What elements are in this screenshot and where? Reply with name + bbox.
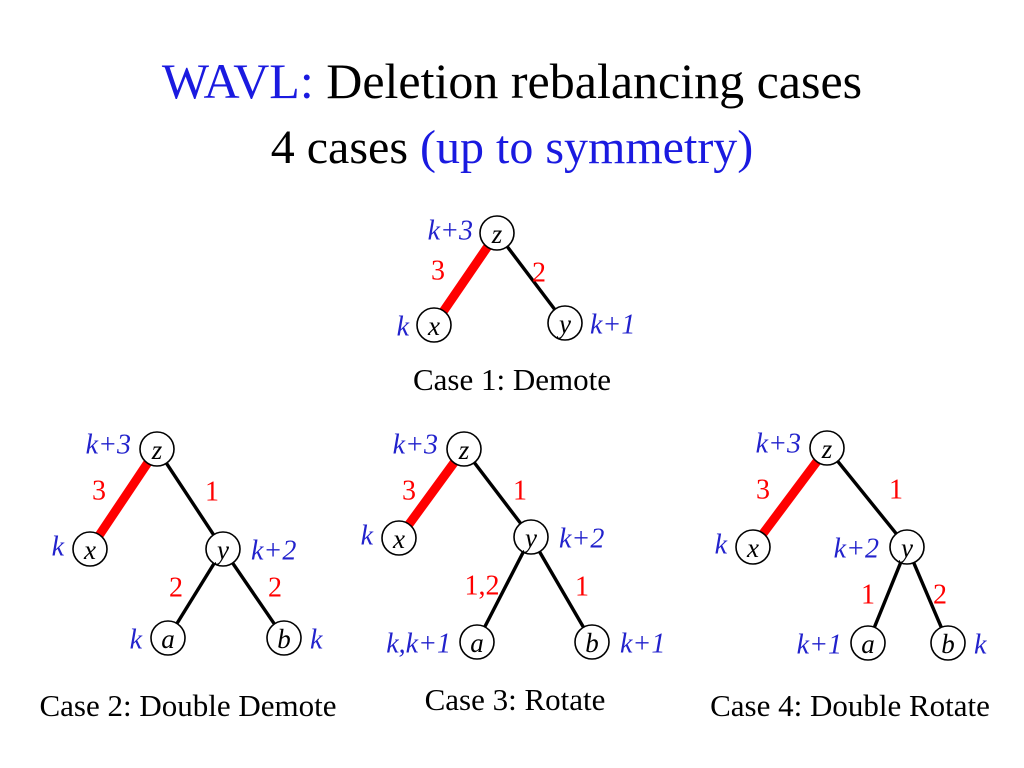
tree-node-y bbox=[547, 305, 583, 341]
rank-difference-y-a: 1 bbox=[861, 580, 875, 611]
tree-node-y bbox=[889, 529, 925, 565]
page-title-line-1: WAVL: Deletion rebalancing cases bbox=[0, 56, 1024, 106]
tree-node-label-x: x bbox=[83, 535, 96, 565]
rank-difference-z-x: 3 bbox=[756, 475, 770, 506]
rank-label-z: k+3 bbox=[86, 430, 131, 461]
edge-z-y bbox=[472, 460, 523, 526]
tree-node-z bbox=[139, 431, 175, 467]
edge-z-x bbox=[404, 459, 459, 528]
tree-node-x bbox=[381, 520, 417, 556]
rank-label-z: k+3 bbox=[756, 429, 801, 460]
tree-node-label-z: z bbox=[458, 435, 470, 465]
tree-node-label-y: y bbox=[214, 535, 229, 565]
rank-difference-z-y: 1 bbox=[513, 476, 527, 507]
tree-diagram-case1: 3 2z k+3 xk y k+1 bbox=[397, 215, 635, 343]
edge-y-a bbox=[872, 561, 903, 629]
tree-diagram-case3: 3 1 1,2 1 z k+3 xk y k+2 a k,k+1 b k+1 bbox=[361, 430, 665, 660]
edge-y-a bbox=[174, 561, 217, 626]
rank-difference-y-b: 1 bbox=[575, 572, 589, 603]
tree-node-a bbox=[150, 620, 186, 656]
edge-z-x bbox=[758, 458, 822, 537]
rank-difference-z-y: 1 bbox=[205, 477, 219, 508]
rank-difference-z-y: 2 bbox=[532, 258, 546, 289]
rank-label-x: k bbox=[397, 312, 410, 343]
rank-difference-y-a: 2 bbox=[169, 573, 183, 604]
rank-difference-y-b: 2 bbox=[268, 573, 282, 604]
rank-label-y: k+1 bbox=[590, 310, 635, 341]
edge-y-b bbox=[537, 549, 586, 630]
edge-z-y bbox=[164, 461, 216, 537]
tree-node-x bbox=[416, 307, 452, 343]
rank-label-x: k bbox=[52, 532, 65, 563]
tree-node-label-y: y bbox=[522, 523, 537, 553]
tree-node-label-z: z bbox=[151, 435, 163, 465]
rank-label-a: k bbox=[130, 625, 143, 656]
rank-label-z: k+3 bbox=[393, 430, 438, 461]
tree-node-label-y: y bbox=[898, 533, 913, 563]
rank-difference-z-x: 3 bbox=[431, 256, 445, 287]
tree-node-b bbox=[574, 624, 610, 660]
tree-node-y bbox=[205, 531, 241, 567]
edge-z-y bbox=[505, 244, 557, 312]
rank-label-b: k bbox=[310, 625, 323, 656]
tree-node-a bbox=[850, 625, 886, 661]
tree-node-label-b: b bbox=[941, 629, 955, 659]
tree-node-label-x: x bbox=[392, 524, 405, 554]
rank-label-z: k+3 bbox=[428, 216, 473, 247]
case4-caption: Case 4: Double Rotate bbox=[710, 688, 990, 723]
tree-node-label-z: z bbox=[821, 434, 833, 464]
rank-label-x: k bbox=[715, 530, 728, 561]
tree-node-label-x: x bbox=[746, 533, 759, 563]
case2-caption: Case 2: Double Demote bbox=[39, 688, 337, 723]
tree-node-y bbox=[513, 519, 549, 555]
tree-node-label-y: y bbox=[556, 309, 571, 339]
rank-label-y: k+2 bbox=[559, 524, 604, 555]
page-title-accent: WAVL: bbox=[161, 53, 314, 109]
tree-node-b bbox=[930, 625, 966, 661]
case1-caption: Case 1: Demote bbox=[412, 362, 611, 397]
page-subtitle-accent: (up to symmetry) bbox=[420, 121, 754, 174]
rank-difference-z-x: 3 bbox=[92, 476, 106, 507]
tree-node-b bbox=[266, 620, 302, 656]
page-subtitle-main: 4 cases bbox=[270, 121, 420, 174]
tree-node-label-b: b bbox=[277, 624, 291, 654]
rank-label-y: k+2 bbox=[251, 536, 296, 567]
rank-label-b: k bbox=[974, 630, 987, 661]
rank-label-x: k bbox=[361, 521, 374, 552]
rank-label-a: k,k+1 bbox=[386, 629, 451, 660]
tree-node-label-a: a bbox=[161, 624, 175, 654]
rank-difference-z-x: 3 bbox=[402, 476, 416, 507]
tree-node-z bbox=[479, 215, 515, 251]
rank-label-y: k+2 bbox=[834, 534, 879, 565]
tree-node-label-a: a bbox=[470, 628, 484, 658]
edge-z-y bbox=[835, 459, 899, 536]
edge-y-a bbox=[482, 550, 526, 629]
tree-node-label-b: b bbox=[585, 628, 599, 658]
rank-difference-z-y: 1 bbox=[889, 475, 903, 506]
edge-y-b bbox=[230, 561, 277, 626]
tree-node-z bbox=[446, 431, 482, 467]
rank-difference-y-a: 1,2 bbox=[465, 571, 500, 602]
edge-z-x bbox=[95, 459, 152, 539]
case3-caption: Case 3: Rotate bbox=[424, 682, 606, 717]
page-subtitle: 4 cases (up to symmetry) bbox=[0, 124, 1024, 172]
tree-node-z bbox=[809, 430, 845, 466]
rank-difference-y-b: 2 bbox=[933, 580, 947, 611]
edge-y-b bbox=[911, 561, 944, 629]
rank-label-b: k+1 bbox=[620, 629, 665, 660]
edge-z-x bbox=[439, 243, 492, 315]
tree-node-a bbox=[459, 624, 495, 660]
tree-node-label-z: z bbox=[491, 219, 503, 249]
tree-node-x bbox=[735, 529, 771, 565]
page-title-main: Deletion rebalancing cases bbox=[313, 53, 863, 109]
tree-node-label-x: x bbox=[427, 311, 440, 341]
tree-node-x bbox=[72, 531, 108, 567]
rank-label-a: k+1 bbox=[797, 630, 842, 661]
tree-node-label-a: a bbox=[861, 629, 875, 659]
